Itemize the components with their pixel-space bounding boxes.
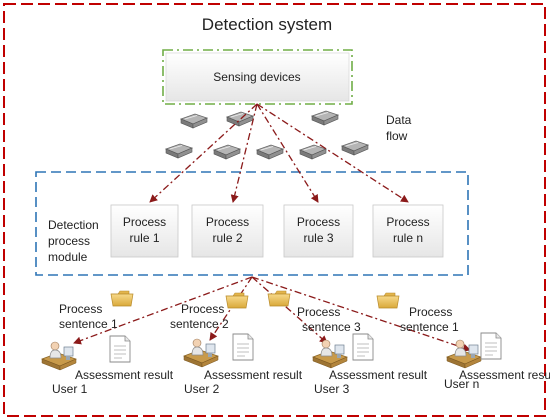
user-workstation-icon (312, 339, 348, 369)
assessment-result-n-label: Assessment result (459, 368, 550, 382)
user-n-label: User n (444, 377, 479, 391)
data-packet-icon (341, 140, 369, 156)
system-title: Detection system (202, 15, 332, 34)
process-rule-3-label-line2: rule 3 (303, 231, 333, 245)
module-label-line3: module (48, 250, 88, 264)
document-icon (352, 333, 374, 361)
process-sentence-1-label: Process (59, 302, 102, 316)
data-packet-icon (299, 144, 327, 160)
sensing-devices-box (165, 52, 350, 102)
detection-system-border (3, 3, 546, 417)
data-flow-label-line2: flow (386, 129, 408, 143)
document-icon (480, 332, 502, 360)
flow-arrow-sensing-to-rule-n (256, 103, 409, 203)
flow-arrow-module-to-user-3 (251, 276, 328, 344)
process-rule-2-label: Process (206, 215, 249, 229)
assessment-result-2-label: Assessment result (204, 368, 303, 382)
document-icon (232, 333, 254, 361)
process-sentence-n-label-line2: sentence 1 (400, 320, 459, 334)
flow-arrow-sensing-to-rule-2 (230, 103, 258, 203)
process-sentence-n-label: Process (409, 305, 452, 319)
user-3-label: User 3 (314, 382, 350, 396)
data-packet-icon (165, 143, 193, 159)
module-label-line2: process (48, 234, 90, 248)
data-packet-icon (226, 111, 254, 127)
process-rule-2-box (191, 204, 264, 258)
flow-arrow-module-to-user-1 (73, 276, 253, 345)
process-sentence-3-label: Process (297, 305, 340, 319)
data-packet-icon (256, 144, 284, 160)
data-packet-icon (180, 113, 208, 129)
detection-module-border (35, 171, 469, 276)
process-rule-2-label-line2: rule 2 (212, 231, 242, 245)
document-icon (109, 335, 131, 363)
module-label: Detection (48, 218, 99, 232)
user-1-label: User 1 (52, 382, 88, 396)
data-flow-label: Data (386, 113, 412, 127)
folder-icon (225, 292, 249, 309)
flow-arrow-sensing-to-rule-3 (256, 103, 319, 203)
process-sentence-2-label: Process (181, 302, 224, 316)
user-workstation-icon (41, 341, 77, 371)
process-rule-3-box (283, 204, 354, 258)
sensing-devices-border (162, 49, 353, 105)
assessment-result-1-label: Assessment result (75, 368, 174, 382)
process-rule-1-label-line2: rule 1 (129, 231, 159, 245)
sensing-devices-label: Sensing devices (213, 70, 300, 84)
process-rule-n-box (372, 204, 444, 258)
folder-icon (110, 290, 134, 307)
process-rule-n-label: Process (386, 215, 429, 229)
folder-icon (376, 292, 400, 309)
user-2-label: User 2 (184, 382, 220, 396)
process-rule-3-label: Process (297, 215, 340, 229)
process-sentence-1-label-line2: sentence 1 (59, 317, 118, 331)
process-rule-1-label: Process (123, 215, 166, 229)
flow-arrow-sensing-to-rule-1 (149, 103, 258, 203)
data-packet-icon (213, 144, 241, 160)
data-packet-icon (311, 110, 339, 126)
user-workstation-icon (183, 338, 219, 368)
flow-arrow-module-to-user-2 (209, 276, 253, 341)
process-rule-n-label-line2: rule n (393, 231, 423, 245)
process-rule-1-box (110, 204, 179, 258)
assessment-result-3-label: Assessment result (329, 368, 428, 382)
process-sentence-3-label-line2: sentence 3 (302, 320, 361, 334)
flow-arrow-module-to-user-n (251, 276, 471, 352)
process-sentence-2-label-line2: sentence 2 (170, 317, 229, 331)
